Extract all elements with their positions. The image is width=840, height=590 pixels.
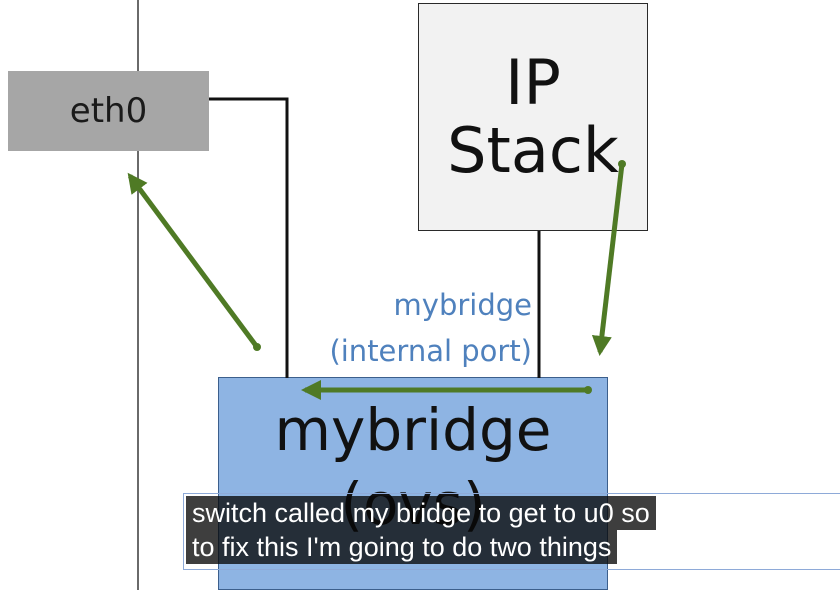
caption-outline [183, 493, 840, 570]
ip-stack-box: IP Stack [418, 3, 648, 231]
internal-port-label-line-1: mybridge [393, 288, 532, 322]
ip-stack-label-line-2: Stack [447, 114, 619, 187]
caption-line-2: to fix this I'm going to do two things [186, 530, 618, 564]
eth0-box: eth0 [8, 71, 209, 151]
eth0-to-bridge-connector [209, 97, 289, 378]
arrow-bridge-to-eth0 [127, 172, 261, 351]
caption-line-1: switch called my bridge to get to u0 so [186, 496, 656, 530]
video-caption: switch called my bridge to get to u0 so … [186, 496, 656, 564]
ip-stack-label-line-1: IP [505, 45, 561, 119]
internal-port-label-line-2: (internal port) [329, 334, 532, 368]
bridge-title: mybridge [274, 396, 552, 464]
eth0-label: eth0 [69, 91, 148, 131]
